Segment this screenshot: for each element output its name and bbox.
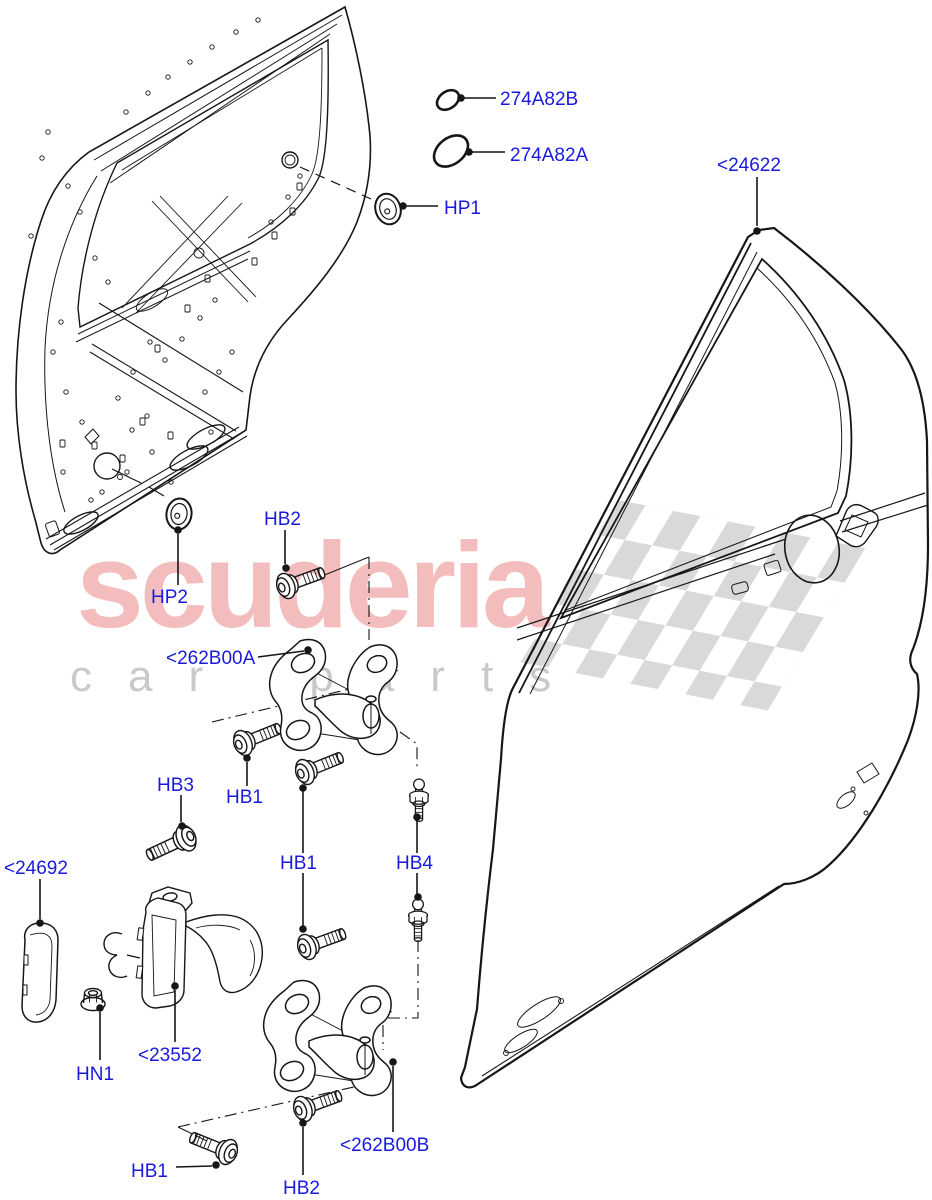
bolt-hb1-upper [229, 715, 287, 760]
callout-262B00A: <262B00A [166, 646, 312, 669]
callout-24692: <24692 [4, 858, 68, 927]
callout-HP2: HP2 [151, 526, 188, 608]
callout-HB2-lower: HB2 [283, 1119, 320, 1199]
part-label-262B00A[interactable]: <262B00A [166, 648, 256, 669]
hardware-parts [21, 88, 470, 1169]
watermark-brand: scuderia [76, 517, 551, 653]
watermark: scuderia car parts [70, 500, 866, 711]
hinge-lower-drawing [262, 979, 393, 1097]
part-label-HB3[interactable]: HB3 [157, 775, 194, 796]
bolt-hb1-mid-a [291, 744, 349, 789]
grommet-hp1 [370, 189, 406, 229]
part-label-HB4[interactable]: HB4 [396, 853, 433, 874]
door-handle-recess [835, 503, 879, 548]
hp1-leader-dashed [299, 166, 372, 200]
part-label-262B00B[interactable]: <262B00B [340, 1135, 429, 1156]
outer-door-panel-drawing [459, 226, 930, 1089]
o-ring-large [432, 134, 470, 168]
part-label-274A82B[interactable]: 274A82B [500, 89, 578, 110]
callout-262B00B: <262B00B [340, 1058, 429, 1156]
part-label-HB2-upper[interactable]: HB2 [264, 509, 301, 530]
part-label-HB1-upper[interactable]: HB1 [226, 787, 263, 808]
callout-HP1: HP1 [399, 198, 481, 219]
bolt-hb3 [140, 820, 202, 870]
callout-274A82B: 274A82B [457, 89, 578, 110]
part-label-24622[interactable]: <24622 [717, 155, 781, 176]
checkered-flag-watermark [520, 500, 866, 711]
callout-HN1: HN1 [76, 1004, 114, 1085]
callout-HB3: HB3 [157, 775, 194, 830]
bolt-hb1-lower [184, 1124, 242, 1169]
ball-stud-hb4-lower [407, 898, 429, 942]
callout-HB4: HB4 [396, 813, 433, 901]
o-ring-small [435, 88, 461, 112]
part-label-HP2[interactable]: HP2 [151, 587, 188, 608]
part-label-274A82A[interactable]: 274A82A [510, 145, 589, 166]
part-label-24692[interactable]: <24692 [4, 858, 68, 879]
part-label-23552[interactable]: <23552 [138, 1045, 202, 1066]
callout-HB1-upper: HB1 [226, 754, 263, 808]
part-label-HB1-lower[interactable]: HB1 [131, 1161, 168, 1182]
part-label-HB1-mid[interactable]: HB1 [280, 853, 317, 874]
leader-dot [457, 94, 465, 102]
callout-HB1-mid: HB1 [280, 784, 317, 933]
inner-door-frame-drawing [15, 5, 372, 555]
callout-HB2-upper: HB2 [264, 509, 301, 572]
door-handle-boss [783, 514, 841, 584]
part-label-HB2-lower[interactable]: HB2 [283, 1178, 320, 1199]
part-label-HP1[interactable]: HP1 [444, 198, 481, 219]
frame-hole-details [28, 17, 303, 503]
check-strap-drawing [103, 886, 263, 1009]
callout-24622: <24622 [717, 155, 781, 235]
callouts: 274A82B 274A82A HP1 <24622 HP2 HB2 [4, 89, 781, 1199]
part-label-HN1[interactable]: HN1 [76, 1064, 114, 1085]
callout-23552: <23552 [138, 982, 202, 1066]
hp2-leader-segments [111, 468, 165, 497]
callout-274A82A: 274A82A [465, 145, 589, 166]
callout-HB1-lower: HB1 [131, 1161, 220, 1182]
check-cover-drawing [21, 922, 59, 1023]
